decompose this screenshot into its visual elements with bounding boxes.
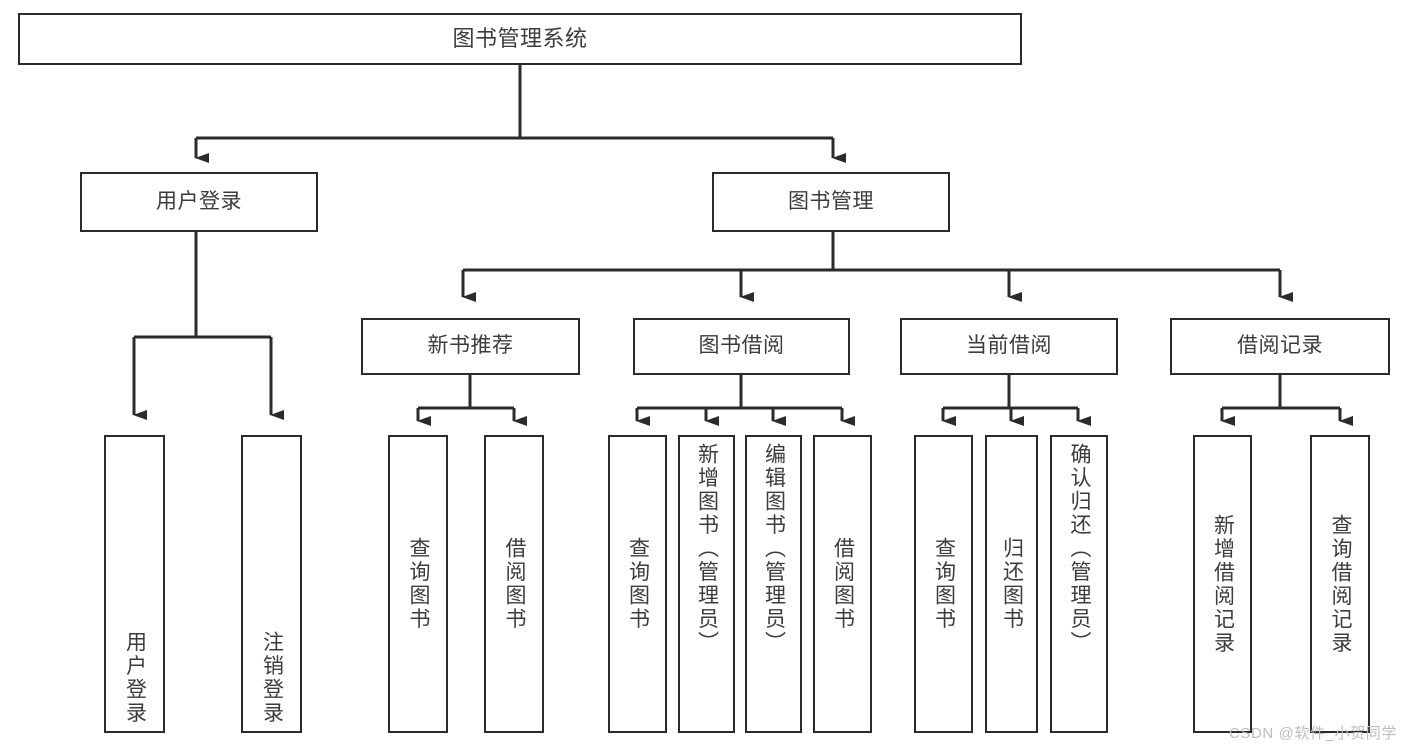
leaf-current-return-book-label: 归还图书	[1000, 537, 1024, 631]
node-current-borrow-label: 当前借阅	[966, 334, 1052, 358]
leaf-record-add-record-label: 新增借阅记录	[1211, 513, 1235, 655]
leaf-newbook-borrow-book-label: 借阅图书	[503, 537, 527, 631]
leaf-borrow-edit-book[interactable]: 编辑图书（管理员）	[745, 435, 802, 733]
leaf-user-logout[interactable]: 注销登录	[241, 435, 302, 733]
node-borrow-record[interactable]: 借阅记录	[1170, 318, 1390, 375]
leaf-borrow-borrow-book-label: 借阅图书	[831, 537, 855, 631]
leaf-current-query-book[interactable]: 查询图书	[914, 435, 973, 733]
node-book-borrow[interactable]: 图书借阅	[633, 318, 850, 375]
leaf-current-confirm-return-label: 确认归还（管理员）	[1068, 443, 1092, 655]
leaf-record-add-record[interactable]: 新增借阅记录	[1193, 435, 1252, 733]
leaf-newbook-query-book[interactable]: 查询图书	[388, 435, 448, 733]
leaf-newbook-borrow-book[interactable]: 借阅图书	[484, 435, 544, 733]
leaf-newbook-query-book-label: 查询图书	[407, 537, 431, 631]
leaf-borrow-borrow-book[interactable]: 借阅图书	[813, 435, 872, 733]
node-user-login-label: 用户登录	[156, 189, 242, 213]
leaf-user-login[interactable]: 用户登录	[104, 435, 165, 733]
leaf-user-logout-label: 注销登录	[260, 631, 284, 725]
node-new-book-recommend-label: 新书推荐	[427, 334, 514, 358]
leaf-borrow-add-book[interactable]: 新增图书（管理员）	[678, 435, 735, 733]
leaf-borrow-edit-book-label: 编辑图书（管理员）	[762, 443, 786, 655]
leaf-record-query-record[interactable]: 查询借阅记录	[1310, 435, 1370, 733]
leaf-current-query-book-label: 查询图书	[932, 537, 956, 631]
node-book-management-label: 图书管理	[788, 189, 874, 213]
node-user-login[interactable]: 用户登录	[80, 172, 318, 232]
node-book-management[interactable]: 图书管理	[712, 172, 950, 232]
node-current-borrow[interactable]: 当前借阅	[900, 318, 1118, 375]
node-new-book-recommend[interactable]: 新书推荐	[361, 318, 580, 375]
leaf-current-return-book[interactable]: 归还图书	[985, 435, 1038, 733]
node-root[interactable]: 图书管理系统	[18, 13, 1022, 65]
leaf-borrow-query-book[interactable]: 查询图书	[608, 435, 667, 733]
leaf-borrow-add-book-label: 新增图书（管理员）	[695, 443, 719, 655]
node-root-label: 图书管理系统	[452, 26, 588, 52]
leaf-record-query-record-label: 查询借阅记录	[1329, 513, 1353, 655]
leaf-user-login-label: 用户登录	[123, 631, 147, 725]
node-book-borrow-label: 图书借阅	[698, 334, 785, 358]
leaf-borrow-query-book-label: 查询图书	[626, 537, 650, 631]
node-borrow-record-label: 借阅记录	[1237, 334, 1323, 358]
leaf-current-confirm-return[interactable]: 确认归还（管理员）	[1050, 435, 1108, 733]
